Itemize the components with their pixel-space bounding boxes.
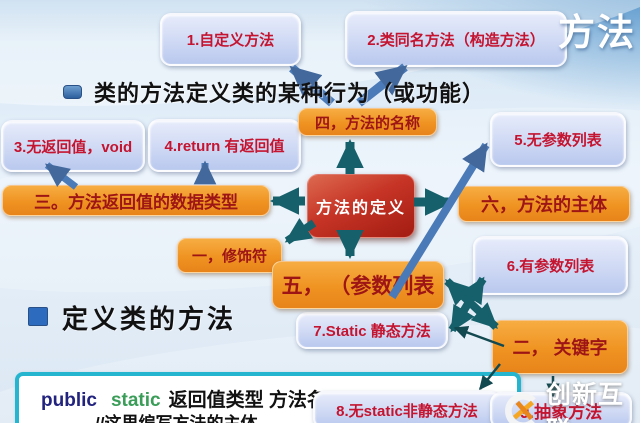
cxhl-logo-icon xyxy=(505,393,536,423)
code-keyword-static: static xyxy=(110,390,161,411)
heading-define-class-method: 定义类的方法 xyxy=(62,304,237,334)
node-5-no-param-list: 5.无参数列表 xyxy=(490,112,626,167)
node-8-non-static-method: 8.无static非静态方法 xyxy=(313,391,501,423)
node-2-constructor-method: 2.类同名方法（构造方法） xyxy=(345,11,567,67)
heading-method-behavior: 类的方法定义类的某种行为（或功能） xyxy=(94,81,486,106)
node-return-type: 三。方法返回值的数据类型 xyxy=(2,185,270,216)
watermark: 创新互联 xyxy=(504,375,640,423)
code-line-1: public static 返回值类型 方法名( ) { xyxy=(41,385,356,412)
slide-title-fragment: 方法 xyxy=(558,12,636,53)
code-line-2: //这里编写方法的主体 xyxy=(95,409,257,423)
node-7-static-method: 7.Static 静态方法 xyxy=(296,312,448,349)
node-method-body: 六，方法的主体 xyxy=(458,186,630,222)
bullet-icon xyxy=(63,85,82,99)
node-param-list: 五， （参数列表 xyxy=(272,261,444,309)
node-method-name: 四，方法的名称 xyxy=(298,108,437,136)
node-6-with-param-list: 6.有参数列表 xyxy=(473,236,628,295)
node-3-void-no-return: 3.无返回值，void xyxy=(1,120,145,172)
node-1-custom-method: 1.自定义方法 xyxy=(160,13,301,66)
code-signature: 返回值类型 方法名( ) { xyxy=(168,390,357,411)
node-modifier: 一，修饰符 xyxy=(177,238,282,273)
watermark-text: 创新互联 xyxy=(545,381,624,423)
node-keyword: 二， 关键字 xyxy=(492,320,628,374)
code-keyword-public: public xyxy=(41,390,97,411)
node-4-return-value: 4.return 有返回值 xyxy=(148,119,301,172)
bullet-icon xyxy=(28,307,48,326)
node-center-method-definition: 方法的定义 xyxy=(307,174,415,238)
